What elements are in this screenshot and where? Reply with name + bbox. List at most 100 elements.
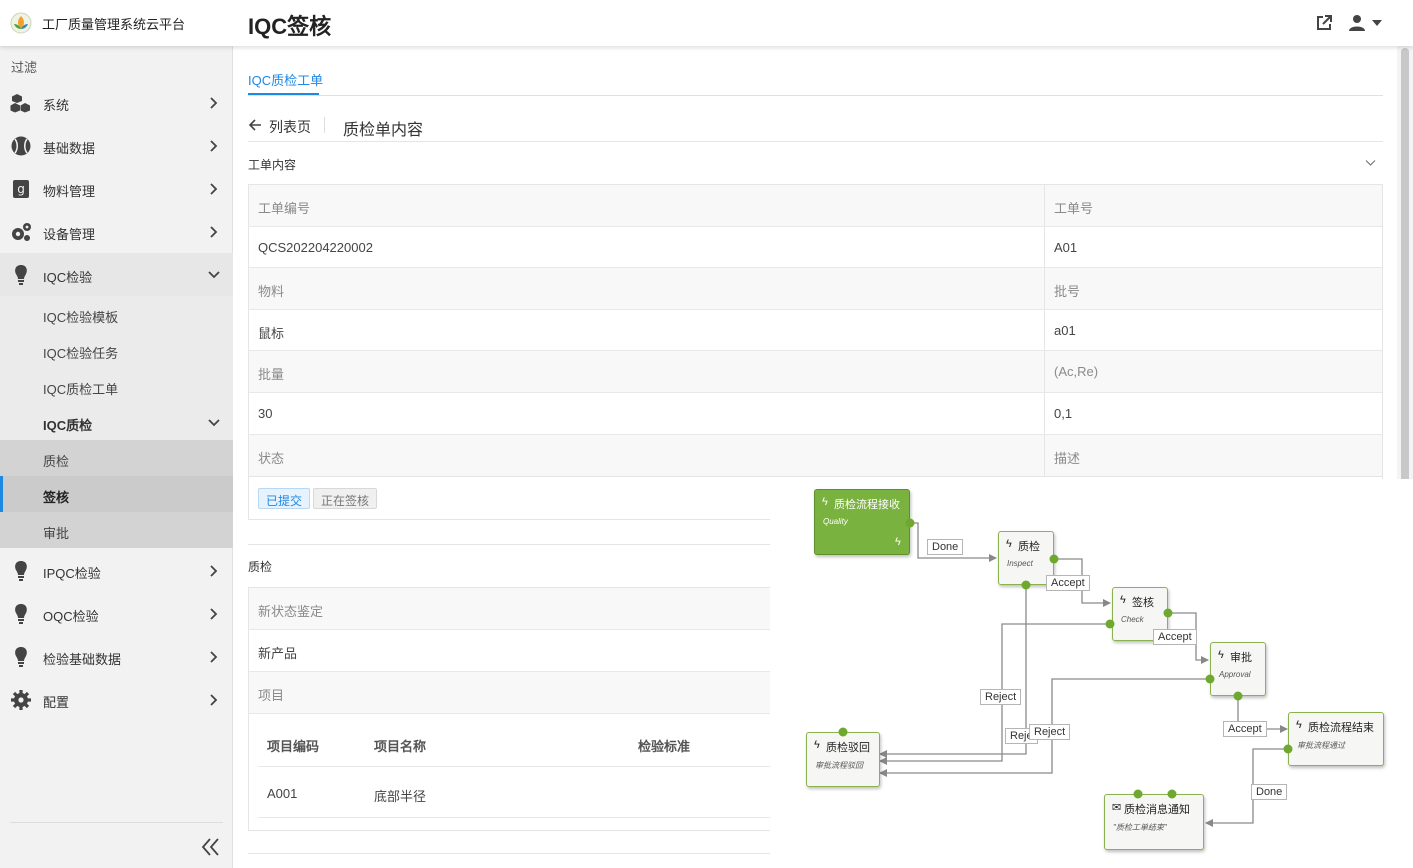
flow-node-subtitle: "质检工单结束" [1113, 823, 1167, 832]
flow-node-receive[interactable]: ϟ 质检流程接收 Quality ϟ [814, 489, 910, 555]
sidebar-filter[interactable]: 过滤 [11, 60, 38, 75]
field-label: 批量 [258, 367, 285, 383]
workorder-code-value: QCS202204220002 [258, 239, 373, 255]
edge-label: Reject [980, 689, 1022, 705]
detail-title: 质检单内容 [343, 122, 424, 139]
sidebar-subitem-sign[interactable]: 签核 [0, 476, 233, 512]
sidebar-item-equipment[interactable]: 设备管理 [0, 210, 233, 253]
sidebar-item-label: 基础数据 [43, 141, 96, 156]
sidebar-subitem-iqc-task[interactable]: IQC检验任务 [0, 332, 233, 368]
flow-node-notify[interactable]: ✉ 质检消息通知 "质检工单结束" [1104, 794, 1204, 850]
field-label: 工单编号 [258, 201, 311, 216]
header-separator [324, 117, 325, 133]
sidebar-item-label: 物料管理 [43, 184, 96, 199]
flow-node-end[interactable]: ϟ 质检流程结束 审批流程通过 [1288, 712, 1384, 766]
sidebar-subitem-iqc-qc[interactable]: IQC质检 [0, 404, 233, 440]
flow-node-title: 质检驳回 [826, 742, 870, 754]
flow-node-subtitle: Inspect [1007, 559, 1033, 568]
chevron-down-icon[interactable] [1365, 159, 1376, 167]
sidebar-subitem-iqc-template[interactable]: IQC检验模板 [0, 296, 233, 332]
edge-label: Reject [1029, 724, 1071, 740]
cubes-icon [10, 94, 30, 113]
chevron-right-icon [210, 651, 218, 663]
table-header-standard: 检验标准 [638, 739, 691, 754]
back-to-list-link[interactable]: 列表页 [269, 119, 311, 135]
page-title: IQC签核 [248, 14, 332, 39]
sidebar-item-label: 配置 [43, 695, 70, 710]
leaf-logo-icon[interactable] [10, 12, 32, 34]
sidebar-item-label: 系统 [43, 98, 70, 113]
flow-node-title: 质检消息通知 [1124, 804, 1190, 816]
column-divider [1044, 185, 1045, 226]
flow-node-subtitle: Approval [1219, 670, 1251, 679]
sidebar-subitem-label: IQC检验模板 [43, 310, 119, 325]
arrow-left-icon[interactable] [248, 118, 262, 132]
sidebar-item-label: IPQC检验 [43, 566, 101, 581]
gear-icon [11, 690, 31, 710]
column-divider [1044, 309, 1045, 351]
field-value-row: 鼠标 a01 [249, 309, 1382, 352]
sidebar-item-label: 检验基础数据 [43, 652, 122, 667]
sidebar-subitem-qc[interactable]: 质检 [0, 440, 233, 476]
flow-node-subtitle: 审批流程驳回 [815, 761, 863, 770]
bolt-icon: ϟ [1218, 649, 1224, 661]
sidebar-subitem-label: IQC检验任务 [43, 346, 119, 361]
chevron-right-icon [210, 565, 218, 577]
sidebar-item-ipqc[interactable]: IPQC检验 [0, 549, 233, 592]
column-divider [1044, 351, 1045, 392]
sidebar-item-material[interactable]: g 物料管理 [0, 167, 233, 210]
section-title-workorder: 工单内容 [248, 158, 297, 172]
table-cell-name: 底部半径 [374, 789, 427, 804]
workorder-details-grid: 工单编号 工单号 QCS202204220002 A01 物料 批号 鼠标 a0… [248, 184, 1383, 478]
workorder-number-value: A01 [1054, 239, 1078, 255]
bolt-icon: ϟ [895, 536, 901, 548]
tab-iqc-workorder[interactable]: IQC质检工单 [248, 73, 324, 88]
chevron-right-icon [210, 226, 218, 238]
user-icon[interactable] [1348, 14, 1366, 32]
field-label: 新状态鉴定 [258, 604, 324, 619]
lot-size-value: 30 [258, 405, 273, 421]
table-header-code: 项目编码 [267, 739, 320, 754]
external-link-icon[interactable] [1315, 14, 1333, 32]
status-badge-submitted: 已提交 [258, 488, 311, 509]
sidebar-subitem-label: IQC质检工单 [43, 382, 119, 397]
sidebar-item-inspection-base[interactable]: 检验基础数据 [0, 635, 233, 678]
field-label-row: 工单编号 工单号 [249, 185, 1382, 227]
edge-label: Done [1251, 784, 1288, 800]
sidebar-item-oqc[interactable]: OQC检验 [0, 592, 233, 635]
sidebar-item-base-data[interactable]: 基础数据 [0, 124, 233, 167]
collapse-sidebar-icon[interactable] [200, 836, 222, 858]
sidebar-subitem-iqc-workorder[interactable]: IQC质检工单 [0, 368, 233, 404]
divider [248, 141, 1383, 142]
flow-node-subtitle: Quality [823, 517, 848, 526]
caret-down-icon[interactable] [1372, 19, 1382, 27]
sidebar-subitem-label: 审批 [43, 526, 70, 541]
field-value-row: QCS202204220002 A01 [249, 226, 1382, 269]
field-label: 描述 [1054, 450, 1081, 466]
sidebar-item-label: OQC检验 [43, 609, 99, 624]
flow-node-title: 审批 [1230, 652, 1252, 664]
column-divider [1044, 226, 1045, 268]
sidebar-subitem-approve[interactable]: 审批 [0, 512, 233, 548]
flow-node-inspect[interactable]: ϟ 质检 Inspect [998, 531, 1054, 585]
field-value-row: 30 0,1 [249, 392, 1382, 435]
sidebar-item-label: 设备管理 [43, 227, 96, 242]
tab-active-indicator [248, 93, 319, 95]
field-label: 工单号 [1054, 201, 1094, 216]
bolt-icon: ϟ [1120, 594, 1126, 606]
table-cell-code: A001 [267, 786, 298, 801]
chevron-right-icon [210, 608, 218, 620]
field-label: 状态 [258, 450, 285, 466]
sidebar-item-config[interactable]: 配置 [0, 678, 233, 721]
flow-node-approval[interactable]: ϟ 审批 Approval [1210, 642, 1266, 696]
sidebar-item-iqc[interactable]: IQC检验 [0, 253, 233, 296]
sidebar-item-system[interactable]: 系统 [0, 81, 233, 124]
edge-label: Done [927, 539, 964, 555]
chevron-right-icon [210, 97, 218, 109]
scrollbar-thumb[interactable] [1401, 48, 1409, 508]
field-label-row: 状态 描述 [249, 434, 1382, 477]
flow-node-reject[interactable]: ϟ 质检驳回 审批流程驳回 [806, 732, 880, 787]
field-label: 物料 [258, 284, 285, 300]
lightbulb-icon [15, 604, 27, 624]
field-label: 项目 [258, 688, 285, 703]
